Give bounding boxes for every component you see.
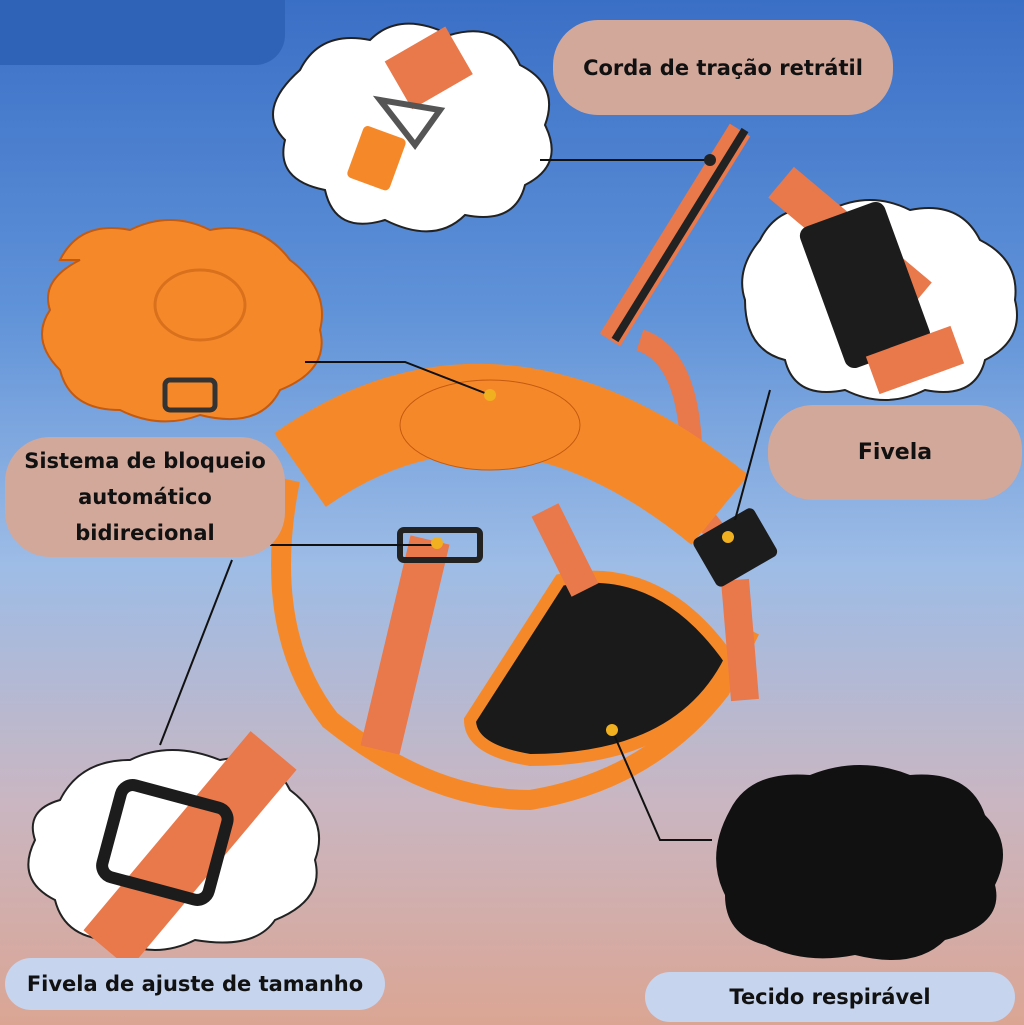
connector-lines [159, 159, 771, 841]
hotspot-dots [431, 154, 734, 736]
leash-clip-icon [347, 26, 473, 191]
top-banner [0, 0, 285, 65]
size-buckle-icon [83, 731, 297, 969]
buckle-detail-icon [768, 166, 965, 395]
cloud-mesh-detail [716, 765, 1003, 960]
cloud-leash-detail [272, 22, 553, 233]
cloud-cap-detail [41, 219, 323, 423]
label-breathable-fabric: Tecido respirável [645, 972, 1015, 1022]
harness-illustration [271, 123, 778, 811]
label-auto-lock: Sistema de bloqueio automático bidirecio… [5, 437, 285, 557]
label-retractable-leash: Corda de tração retrátil [553, 20, 893, 115]
label-size-buckle: Fivela de ajuste de tamanho [5, 958, 385, 1010]
label-buckle: Fivela [768, 405, 1022, 500]
